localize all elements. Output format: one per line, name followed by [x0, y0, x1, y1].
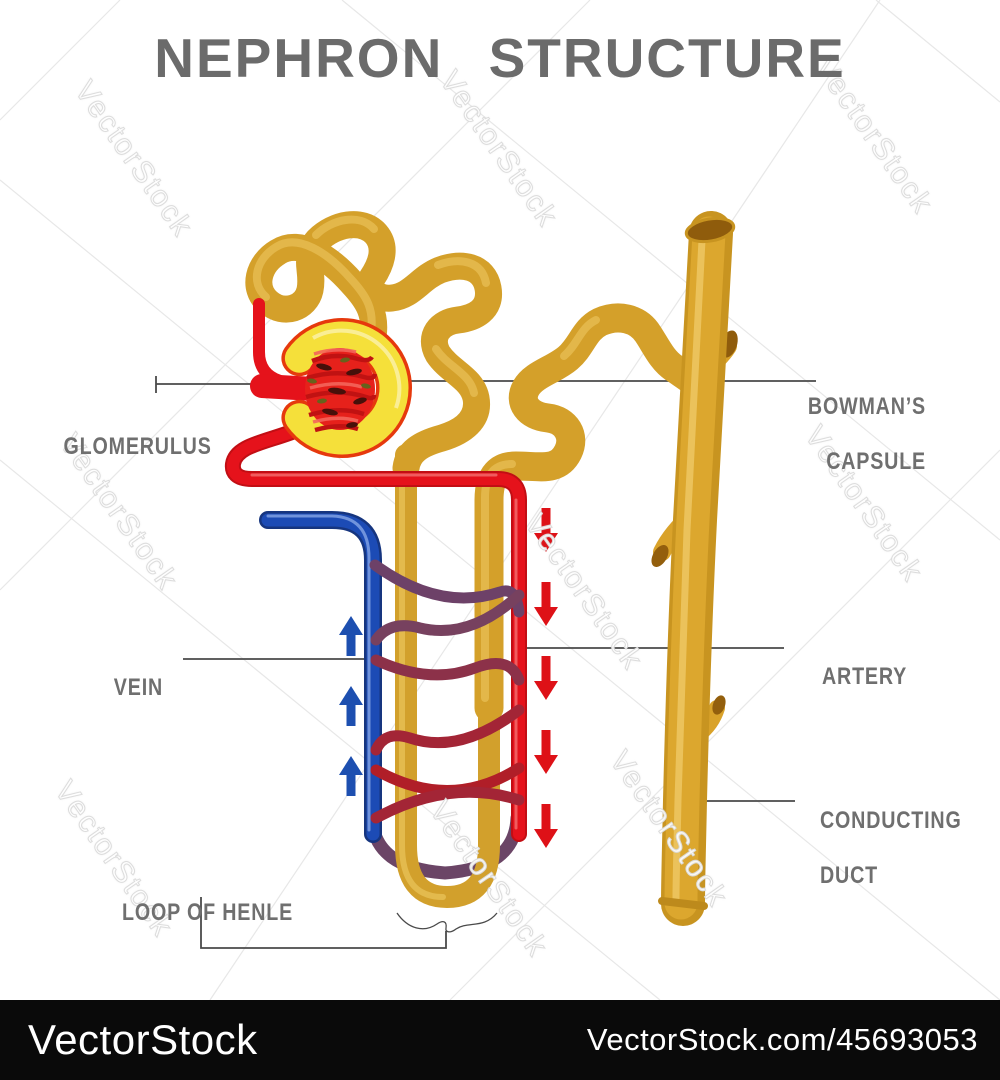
vectorstock-image-url: VectorStock.com/45693053 [586, 1022, 978, 1057]
vectorstock-footer-bar: VectorStock VectorStock.com/45693053 [0, 1000, 1000, 1080]
artery-label-text: ARTERY [822, 662, 908, 690]
down-arrow [534, 508, 558, 552]
down-arrow [534, 730, 558, 774]
down-arrow [534, 804, 558, 848]
vein-vessel [259, 511, 382, 843]
up-arrow [339, 616, 363, 656]
capsule-highlight [312, 328, 402, 409]
vectorstock-logo-text: VectorStock [28, 1016, 258, 1063]
label-artery: ARTERY [822, 635, 907, 691]
flow-arrows-up [339, 616, 363, 796]
glomerulus-dark-spots [316, 363, 367, 428]
bowmans-capsule-label-line2: CAPSULE [826, 448, 926, 476]
bowmans-capsule-illustration [281, 318, 412, 458]
duct-bottom-cut [658, 897, 708, 910]
proximal-convoluted-tubule [245, 211, 502, 482]
glomerulus-sheen [309, 348, 363, 424]
conducting-duct-label-line2: DUCT [820, 862, 878, 890]
label-vein: VEIN [114, 646, 163, 702]
loop-of-henle-brace [396, 912, 498, 933]
flow-arrows-down [534, 508, 558, 848]
duct-stub-opening [712, 695, 726, 715]
label-glomerulus: GLOMERULUS [64, 405, 212, 461]
up-arrow [339, 686, 363, 726]
loop-of-henle-bracket [200, 897, 447, 949]
vein-label-text: VEIN [113, 673, 163, 701]
loop-of-henle-label-text: LOOP OF HENLE [122, 898, 294, 926]
page-title: NEPHRON STRUCTURE [154, 27, 846, 89]
up-arrow [339, 756, 363, 796]
glomerulus-illustration [305, 348, 378, 433]
duct-trunk [664, 216, 726, 920]
capsule-wall [284, 321, 409, 455]
glomerulus-texture [305, 353, 378, 433]
down-arrow [534, 656, 558, 700]
label-bowmans-capsule: BOWMAN’S CAPSULE [808, 365, 926, 504]
duct-stub-opening [651, 545, 669, 567]
peritubular-capillaries-back [365, 811, 524, 880]
loop-of-henle-tubule [395, 444, 500, 909]
peritubular-capillaries [369, 559, 525, 824]
duct-trunk-highlight [672, 236, 706, 902]
glomerulus-olive-spots [307, 357, 371, 404]
bowmans-capsule-label-line1: BOWMAN’S [807, 392, 926, 420]
glomerulus-label-text: GLOMERULUS [63, 432, 212, 460]
label-loop-of-henle: LOOP OF HENLE [122, 871, 293, 927]
label-conducting-duct: CONDUCTING DUCT [820, 779, 962, 918]
down-arrow [534, 582, 558, 626]
duct-top-opening [684, 216, 736, 244]
conducting-duct-illustration [651, 211, 738, 926]
conducting-duct-label-line1: CONDUCTING [820, 806, 962, 834]
